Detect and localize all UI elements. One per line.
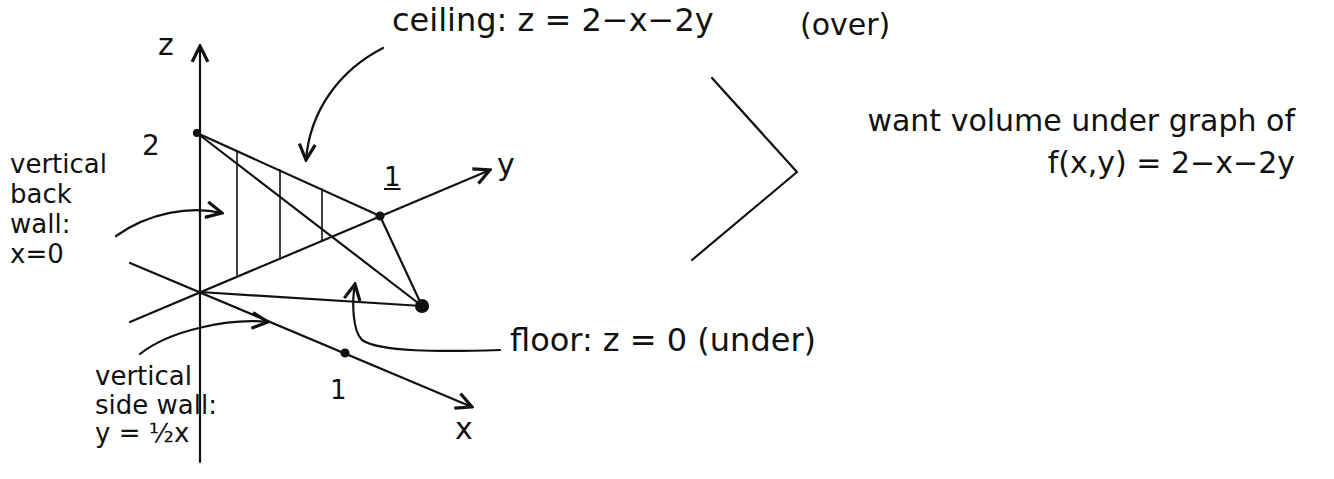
leader-arrow [116, 210, 222, 236]
hatch-line [321, 189, 323, 241]
floor-label: floor: z = 0 (under) [510, 322, 816, 359]
point [377, 213, 384, 220]
goal-note: want volume under graph of f(x,y) = 2−x−… [825, 100, 1295, 184]
axis-label: x [455, 412, 473, 447]
leader-arrow [306, 48, 383, 160]
intercept-label: 1 [384, 163, 401, 193]
ceiling-label: ceiling: z = 2−x−2y [392, 2, 714, 39]
leader-arrow [353, 284, 500, 351]
point [342, 350, 349, 357]
point [194, 130, 200, 136]
floor-edge [380, 216, 422, 306]
wall-label: vertical back wall: x=0 [10, 150, 107, 270]
wall-label: vertical side wall: y = ½x [95, 362, 229, 448]
leader-arrow [140, 321, 268, 354]
note-label: (over) [800, 8, 890, 43]
floor-edge [200, 292, 422, 306]
axis-label: y [497, 148, 515, 183]
intercept-label: 1 [330, 376, 347, 406]
ceiling-edge [197, 133, 422, 306]
bracket [692, 78, 797, 260]
hatch-line [236, 151, 238, 277]
y-axis [130, 170, 490, 322]
axis-label: z [158, 28, 174, 63]
intercept-label: 2 [142, 130, 160, 162]
point [416, 300, 428, 312]
hatch-line [279, 170, 281, 259]
